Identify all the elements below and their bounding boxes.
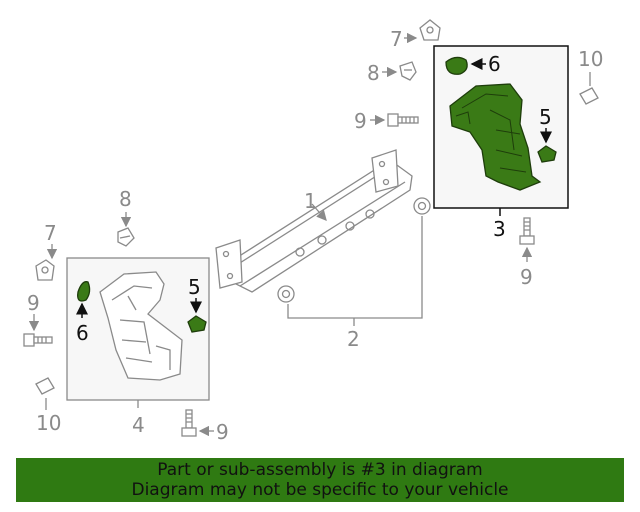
clip-part-5-right	[537, 145, 557, 163]
callout-3: 3	[493, 217, 506, 241]
nut-part-7-top	[419, 19, 441, 41]
callout-10-right: 10	[578, 47, 603, 71]
cap-part-6-left	[77, 281, 91, 302]
bolt-part-9-top	[387, 113, 419, 127]
callout-8-left: 8	[119, 187, 132, 211]
clip-part-8-left	[117, 227, 135, 247]
bolt-part-2-left	[277, 285, 295, 303]
bolt-part-9-right-bottom	[519, 217, 535, 245]
bracket-part-3	[449, 83, 542, 191]
clip-part-10-right	[579, 87, 599, 105]
callout-7-left: 7	[44, 221, 57, 245]
leader-1	[311, 203, 327, 221]
callout-5-left: 5	[188, 275, 201, 299]
callout-10-left: 10	[36, 411, 61, 435]
callout-9-left: 9	[27, 291, 40, 315]
callout-2: 2	[347, 327, 360, 351]
info-banner: Part or sub-assembly is #3 in diagram Di…	[16, 458, 624, 502]
nut-part-7-left	[35, 259, 55, 281]
callout-6-right: 6	[488, 52, 501, 76]
clip-part-5-left	[187, 315, 207, 333]
cap-part-6-right	[445, 56, 468, 75]
callout-8-top: 8	[367, 61, 380, 85]
callout-7-top: 7	[390, 27, 403, 51]
banner-line-1: Part or sub-assembly is #3 in diagram	[157, 460, 483, 480]
callout-9-left-bottom: 9	[216, 420, 229, 444]
callout-9-right-bottom: 9	[520, 265, 533, 289]
callout-4: 4	[132, 413, 145, 437]
callout-9-top: 9	[354, 109, 367, 133]
bracket-part-4	[99, 271, 183, 381]
callout-1: 1	[304, 189, 317, 213]
bolt-part-2-right	[413, 197, 431, 215]
callout-5-right: 5	[539, 105, 552, 129]
clip-part-10-left	[35, 377, 55, 395]
banner-line-2: Diagram may not be specific to your vehi…	[131, 480, 509, 500]
leader-2	[287, 216, 423, 319]
reinforcement-beam	[215, 149, 413, 293]
bolt-part-9-left-bottom	[181, 409, 197, 437]
bolt-part-9-left	[23, 333, 53, 347]
clip-part-8-top	[399, 61, 417, 81]
callout-6-left: 6	[76, 321, 89, 345]
